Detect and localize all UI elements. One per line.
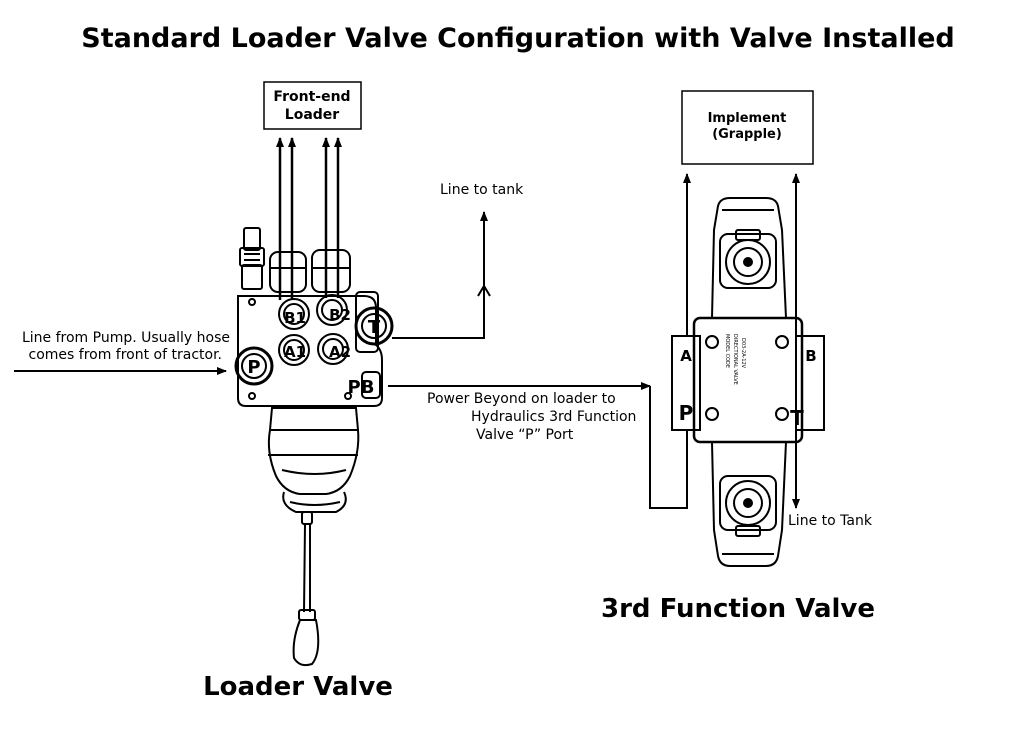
front-end-loader-label-1: Front-end <box>273 89 350 105</box>
joystick-housing <box>267 407 360 495</box>
valve-body-text: D03-2A-12V DIRECTIONAL VALVE MODEL CODE <box>724 334 746 385</box>
port-label-a2: A2 <box>329 343 351 361</box>
line-to-tank-top-label: Line to tank <box>440 182 524 198</box>
svg-text:MODEL CODE: MODEL CODE <box>724 334 730 368</box>
implement-box <box>681 90 814 165</box>
power-beyond-label-2: Hydraulics 3rd Function <box>471 409 636 425</box>
loader-valve <box>234 227 394 667</box>
third-port-label-t: T <box>790 406 804 430</box>
solenoid-top <box>710 197 788 319</box>
third-port-label-p: P <box>679 401 694 425</box>
implement-label-2: (Grapple) <box>712 127 782 142</box>
loader-valve-caption: Loader Valve <box>203 672 393 702</box>
tank-line-top <box>392 211 491 339</box>
third-port-label-b: B <box>805 347 816 365</box>
spool-cap-left <box>269 251 307 293</box>
port-label-b1: B1 <box>284 309 306 327</box>
loader-work-lines <box>276 137 342 300</box>
third-valve-lines <box>649 173 800 509</box>
joystick-boot <box>282 491 347 513</box>
front-end-loader-label-2: Loader <box>285 107 340 123</box>
port-label-b2: B2 <box>329 306 351 324</box>
third-port-label-a: A <box>680 347 692 365</box>
page-title: Standard Loader Valve Configuration with… <box>81 23 954 54</box>
svg-text:D03-2A-12V: D03-2A-12V <box>740 338 746 369</box>
port-label-pb: PB <box>348 377 375 398</box>
spool-cap-right <box>311 249 351 293</box>
line-to-tank-right-label: Line to Tank <box>788 513 873 529</box>
third-function-valve <box>671 197 825 567</box>
port-label-a1: A1 <box>284 343 306 361</box>
third-function-valve-caption: 3rd Function Valve <box>601 594 875 624</box>
power-beyond-label-1: Power Beyond on loader to <box>427 391 616 407</box>
port-label-p: P <box>247 357 260 378</box>
relief-fitting <box>243 227 261 251</box>
joystick-handle <box>292 619 320 667</box>
power-beyond-label-3: Valve “P” Port <box>476 427 574 443</box>
port-label-t: T <box>368 317 381 338</box>
loader-valve-body <box>237 295 383 407</box>
solenoid-bottom <box>710 441 788 567</box>
svg-text:DIRECTIONAL VALVE: DIRECTIONAL VALVE <box>732 334 738 385</box>
front-end-loader-box <box>263 81 362 130</box>
line-from-pump-label-1: Line from Pump. Usually hose <box>22 330 230 346</box>
implement-label-1: Implement <box>708 111 787 126</box>
line-from-pump-label-2: comes from front of tractor. <box>29 347 222 363</box>
